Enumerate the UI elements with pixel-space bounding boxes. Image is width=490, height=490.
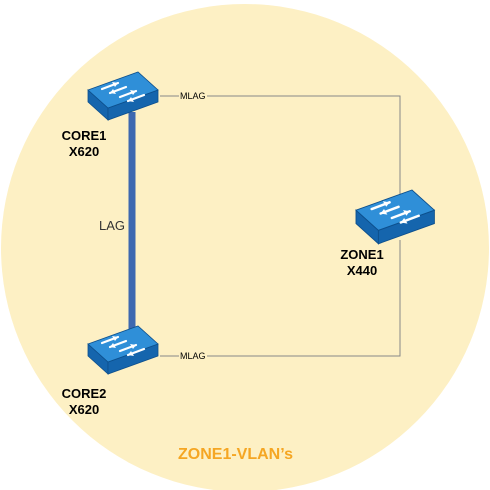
mlag-link-core2[interactable] (160, 240, 401, 357)
mlag-label-core1: MLAG (179, 91, 207, 101)
core1-label: CORE1 X620 (54, 128, 114, 160)
zone1-name: ZONE1 (340, 247, 384, 262)
zone1-model: X440 (346, 263, 378, 278)
core2-name: CORE2 (61, 386, 107, 401)
zone1-label: ZONE1 X440 (332, 247, 392, 279)
mlag-link-core1[interactable] (160, 95, 401, 230)
core1-name: CORE1 (61, 128, 107, 143)
mlag-label-core2: MLAG (179, 351, 207, 361)
core1-model: X620 (68, 144, 100, 159)
zone-title: ZONE1-VLAN’s (178, 446, 293, 463)
lag-label: LAG (99, 218, 126, 233)
core2-model: X620 (68, 402, 100, 417)
core2-label: CORE2 X620 (54, 386, 114, 418)
